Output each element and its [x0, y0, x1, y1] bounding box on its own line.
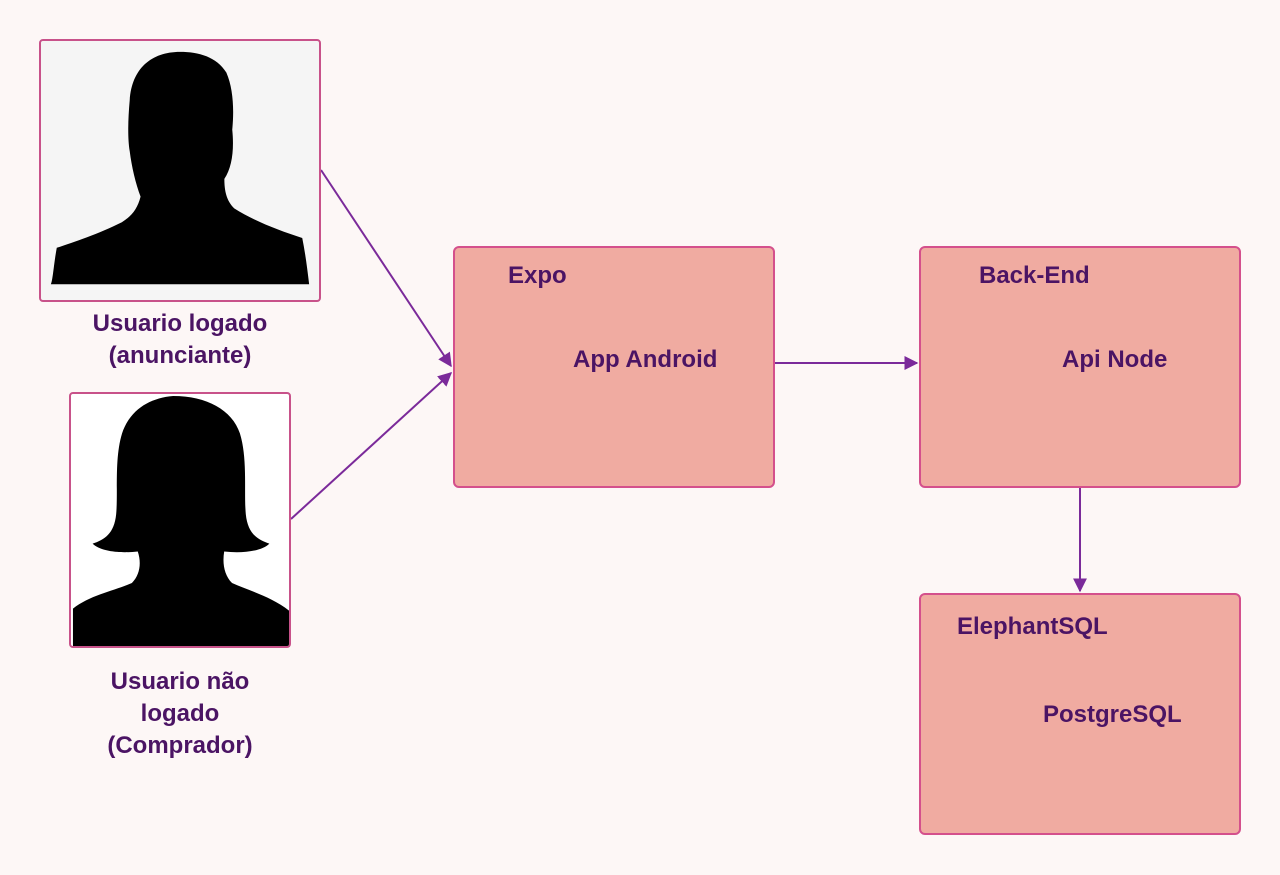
- logged-user-label: Usuario logado (anunciante): [40, 308, 320, 372]
- arrow-logged-user-to-expo: [320, 169, 452, 368]
- expo-node-subtitle: App Android: [573, 346, 718, 373]
- expo-node: Expo App Android: [453, 246, 775, 488]
- backend-node-title: Back-End: [979, 262, 1090, 289]
- logged-user-avatar: [39, 39, 321, 302]
- guest-user-label-line3: (Comprador): [107, 732, 253, 759]
- logged-user-label-line1: Usuario logado: [92, 310, 268, 337]
- guest-user-label: Usuario não logado (Comprador): [40, 666, 320, 762]
- backend-node: Back-End Api Node: [919, 246, 1241, 488]
- guest-user-avatar: [69, 392, 291, 648]
- guest-user-label-line2: logado: [140, 700, 220, 727]
- logged-user-label-line2: (anunciante): [108, 342, 252, 369]
- guest-user-label-line1: Usuario não: [110, 668, 250, 695]
- database-node-title: ElephantSQL: [957, 613, 1108, 640]
- expo-node-title: Expo: [508, 262, 567, 289]
- database-node-subtitle: PostgreSQL: [1043, 701, 1182, 728]
- female-silhouette-icon: [72, 395, 289, 646]
- male-silhouette-icon: [50, 51, 310, 285]
- database-node: ElephantSQL PostgreSQL: [919, 593, 1241, 835]
- arrow-guest-user-to-expo: [290, 372, 453, 520]
- backend-node-subtitle: Api Node: [1062, 346, 1168, 373]
